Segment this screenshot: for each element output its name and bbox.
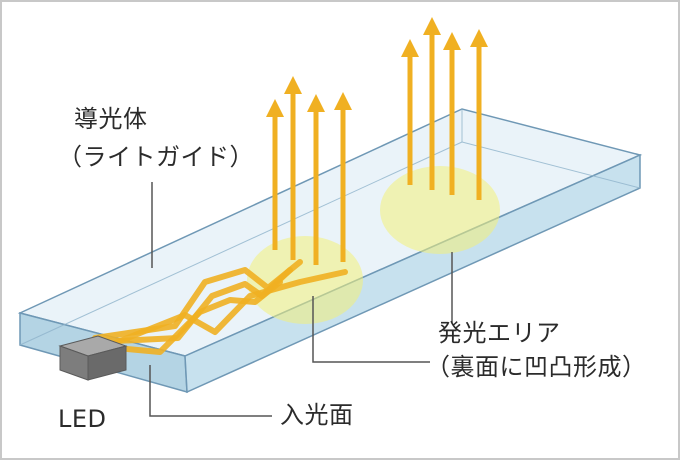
emission-spot-right <box>380 166 500 254</box>
plate-back-right-edge <box>461 141 641 189</box>
label-light-guide: 導光体 <box>74 105 148 133</box>
ray-r1-head <box>401 39 419 57</box>
ray-l3-head <box>307 94 325 112</box>
label-light-guide-sub: （ライトガイド） <box>58 143 254 171</box>
plate-back-edge <box>19 141 463 346</box>
ray-l4-head <box>334 92 352 110</box>
rays-right-group <box>401 17 488 200</box>
leader-entry-face <box>149 365 272 417</box>
light-guide-plate <box>17 108 643 394</box>
ray-l2-head <box>284 76 302 94</box>
ray-r2-head <box>423 17 441 35</box>
ray-r4-head <box>470 29 488 47</box>
leader-emission-left <box>312 296 430 363</box>
label-led: LED <box>58 405 107 433</box>
ray-l1-head <box>266 99 284 117</box>
rays-left-group <box>266 76 352 265</box>
internal-light-paths <box>92 259 348 355</box>
light-path-cross <box>107 269 348 348</box>
led-block <box>58 335 128 381</box>
light-path-lower <box>92 279 283 355</box>
leader-lines <box>149 182 453 417</box>
label-entry-face: 入光面 <box>280 401 354 429</box>
label-emission-area: 発光エリア <box>438 319 561 347</box>
ray-r3-head <box>443 32 461 50</box>
led-side <box>87 345 127 381</box>
label-emission-area-sub: （裏面に凹凸形成） <box>426 353 647 381</box>
